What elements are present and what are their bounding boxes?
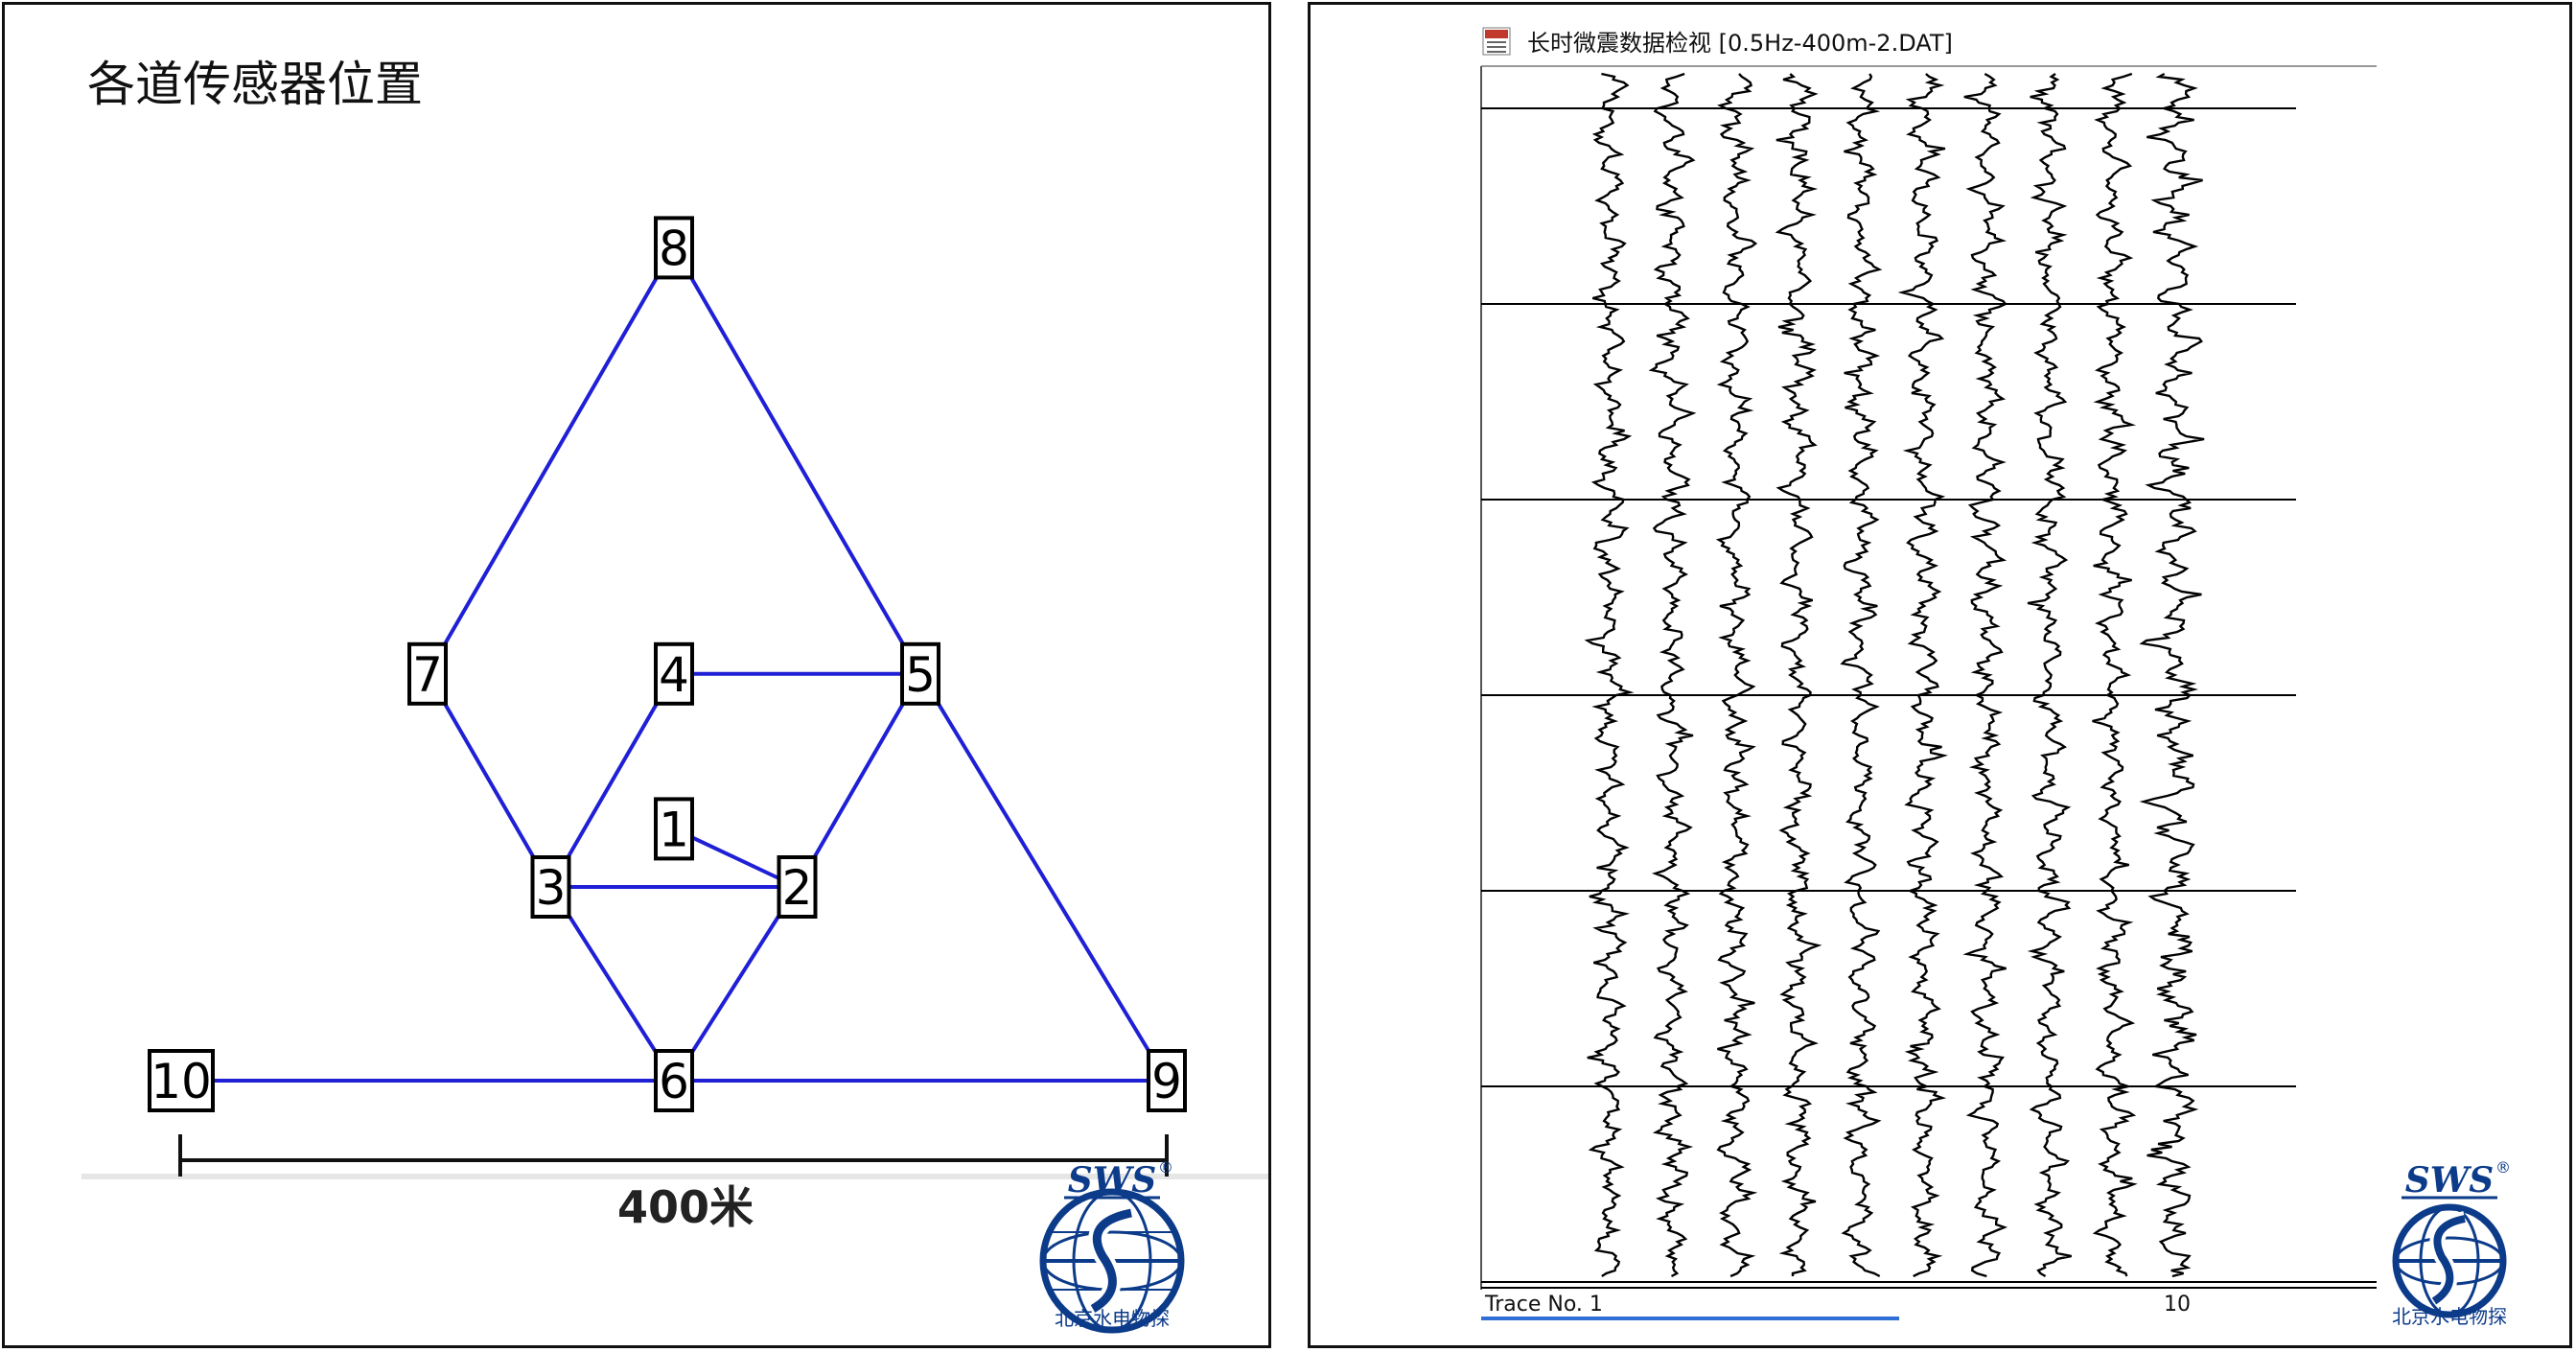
sensor-4: 4	[654, 641, 694, 706]
link-8-7	[426, 246, 676, 675]
trace-5	[1840, 73, 1883, 1278]
diagram-title: 各道传感器位置	[87, 57, 423, 112]
link-5-2	[795, 672, 922, 889]
sensor-boxes: 1 2 3 4 5 6 7 8 9 10	[148, 216, 1187, 1112]
app-icon	[1485, 30, 1508, 38]
status-trace-label: Trace No. 1	[1484, 1293, 1603, 1317]
trace-3	[1715, 73, 1758, 1278]
trace-6	[1897, 73, 1949, 1278]
link-7-3	[426, 672, 553, 889]
sensor-box-1	[654, 797, 694, 861]
sensor-layout-panel: 各道传感器位置 1 2 3 4 5 6 7 8 9 10 400米 SWS ® 北京水电物探	[2, 2, 1271, 1348]
segment-separators	[1481, 107, 2296, 1087]
sensor-label-1: 1	[659, 802, 689, 857]
sensor-5: 5	[900, 641, 940, 706]
link-2-6	[672, 885, 800, 1083]
sws-logo: SWS ® 北京水电物探	[1039, 1158, 1185, 1334]
status-bar: Trace No. 1 10	[1481, 1293, 2191, 1320]
sensor-10: 10	[148, 1049, 215, 1112]
sensor-8: 8	[654, 216, 694, 280]
sensor-label-6: 6	[659, 1054, 689, 1109]
link-1-2	[673, 827, 799, 889]
sensor-3: 3	[530, 855, 571, 919]
sensor-box-7	[407, 641, 448, 706]
trace-9	[2092, 72, 2138, 1277]
trace-7	[1962, 72, 2008, 1278]
link-5-9	[918, 672, 1169, 1083]
trace-viewer-panel: 长时微震数据检视 [0.5Hz-400m-2.DAT] Trace No. 1 …	[1308, 2, 2572, 1348]
scale-bar: 400米	[178, 1134, 1169, 1233]
sensor-6: 6	[654, 1049, 694, 1112]
sensor-box-10	[148, 1049, 215, 1112]
trace-2	[1648, 72, 1697, 1278]
logo-wordmark-right: SWS	[2405, 1160, 2494, 1200]
sensor-box-8	[654, 216, 694, 280]
sensor-box-9	[1147, 1049, 1187, 1112]
sensor-box-3	[530, 855, 571, 919]
sensor-box-2	[777, 855, 818, 919]
trace-1	[1584, 72, 1635, 1278]
sensor-box-5	[900, 641, 940, 706]
sensor-label-9: 9	[1151, 1054, 1182, 1109]
sws-logo-right: SWS ® 北京水电物探	[2392, 1158, 2511, 1328]
trace-4	[1775, 73, 1822, 1276]
link-8-5	[672, 246, 922, 675]
link-4-3	[548, 672, 676, 889]
status-trace-count: 10	[2164, 1293, 2191, 1317]
logo-caption: 北京水电物探	[1055, 1307, 1170, 1330]
progress-bar	[1481, 1317, 1899, 1320]
link-3-6	[548, 885, 676, 1083]
sensor-1: 1	[654, 797, 694, 861]
trace-viewer: 长时微震数据检视 [0.5Hz-400m-2.DAT] Trace No. 1 …	[1480, 27, 2511, 1328]
trace-10	[2139, 72, 2205, 1278]
logo-registered-mark: ®	[1158, 1158, 1173, 1177]
trace-8	[2027, 73, 2072, 1278]
sensor-2: 2	[777, 855, 818, 919]
sensor-label-5: 5	[905, 647, 936, 703]
logo-registered-mark-right: ®	[2495, 1158, 2511, 1177]
sensor-box-6	[654, 1049, 694, 1112]
sensor-label-2: 2	[782, 860, 813, 916]
sensor-layout-diagram: 各道传感器位置 1 2 3 4 5 6 7 8 9 10 400米 SWS ® 北京水电物探	[81, 57, 1268, 1334]
logo-caption-right: 北京水电物探	[2392, 1305, 2507, 1328]
window-title-bar: 长时微震数据检视 [0.5Hz-400m-2.DAT]	[1482, 27, 1953, 57]
sensor-links	[181, 246, 1169, 1083]
sensor-label-4: 4	[659, 647, 689, 703]
seismic-traces	[1584, 72, 2205, 1278]
sensor-label-8: 8	[659, 221, 689, 276]
sensor-9: 9	[1147, 1049, 1187, 1112]
sensor-7: 7	[407, 641, 448, 706]
sensor-box-4	[654, 641, 694, 706]
sensor-label-10: 10	[151, 1054, 212, 1109]
window-title: 长时微震数据检视 [0.5Hz-400m-2.DAT]	[1527, 30, 1953, 57]
scale-bar-label: 400米	[617, 1181, 754, 1233]
sensor-label-3: 3	[536, 860, 567, 916]
sensor-label-7: 7	[412, 647, 443, 703]
